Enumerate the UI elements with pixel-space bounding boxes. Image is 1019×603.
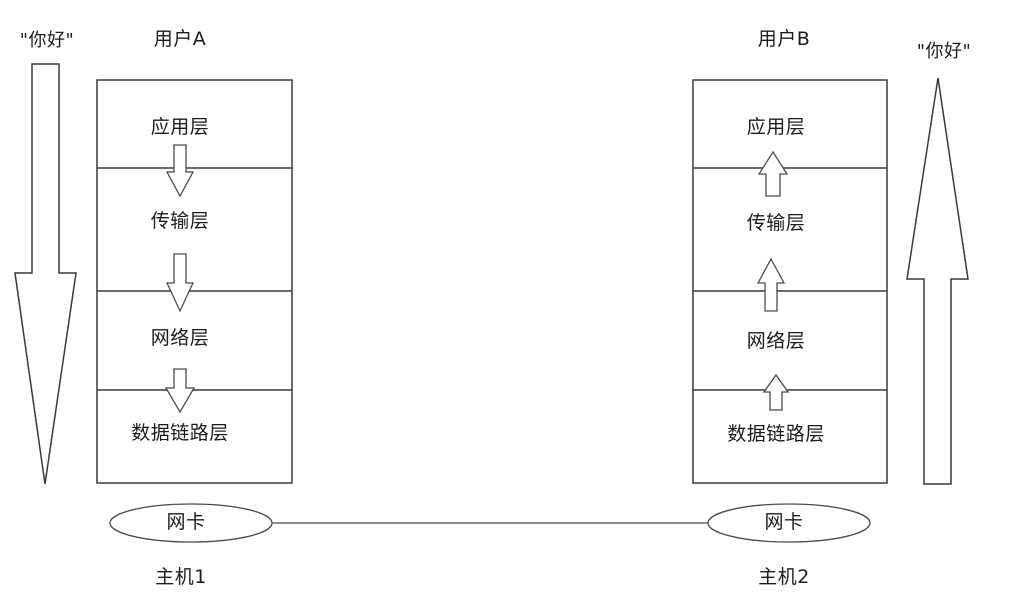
- right-message-up-arrow: [906, 77, 969, 485]
- right-arrow-transport-to-app: [757, 150, 789, 197]
- right-nic-label: 网卡: [764, 511, 804, 533]
- left-layer-datalink: 数据链路层: [131, 422, 229, 444]
- right-stack-box: [692, 79, 888, 484]
- left-host-label: 主机1: [155, 566, 207, 588]
- left-arrow-transport-to-network: [165, 253, 195, 313]
- right-layer-application: 应用层: [746, 116, 806, 138]
- right-layer-datalink: 数据链路层: [727, 423, 825, 445]
- left-user-title: 用户A: [153, 28, 207, 50]
- right-arrow-datalink-to-network: [762, 373, 790, 411]
- left-stack-box: [96, 79, 293, 484]
- left-layer-transport: 传输层: [150, 210, 210, 232]
- left-layer-application: 应用层: [150, 116, 210, 138]
- right-host-label: 主机2: [758, 566, 810, 588]
- right-layer-network: 网络层: [746, 330, 806, 352]
- left-message-down-arrow: [14, 63, 77, 485]
- right-arrow-network-to-transport: [756, 257, 786, 312]
- left-arrow-network-to-datalink: [164, 368, 196, 414]
- left-nic-label: 网卡: [166, 511, 206, 533]
- right-user-title: 用户B: [757, 28, 811, 50]
- left-message-label: "你好": [19, 30, 75, 51]
- left-layer-network: 网络层: [150, 327, 210, 349]
- right-layer-transport: 传输层: [746, 212, 806, 234]
- left-arrow-app-to-transport: [165, 144, 195, 198]
- right-message-label: "你好": [916, 41, 972, 62]
